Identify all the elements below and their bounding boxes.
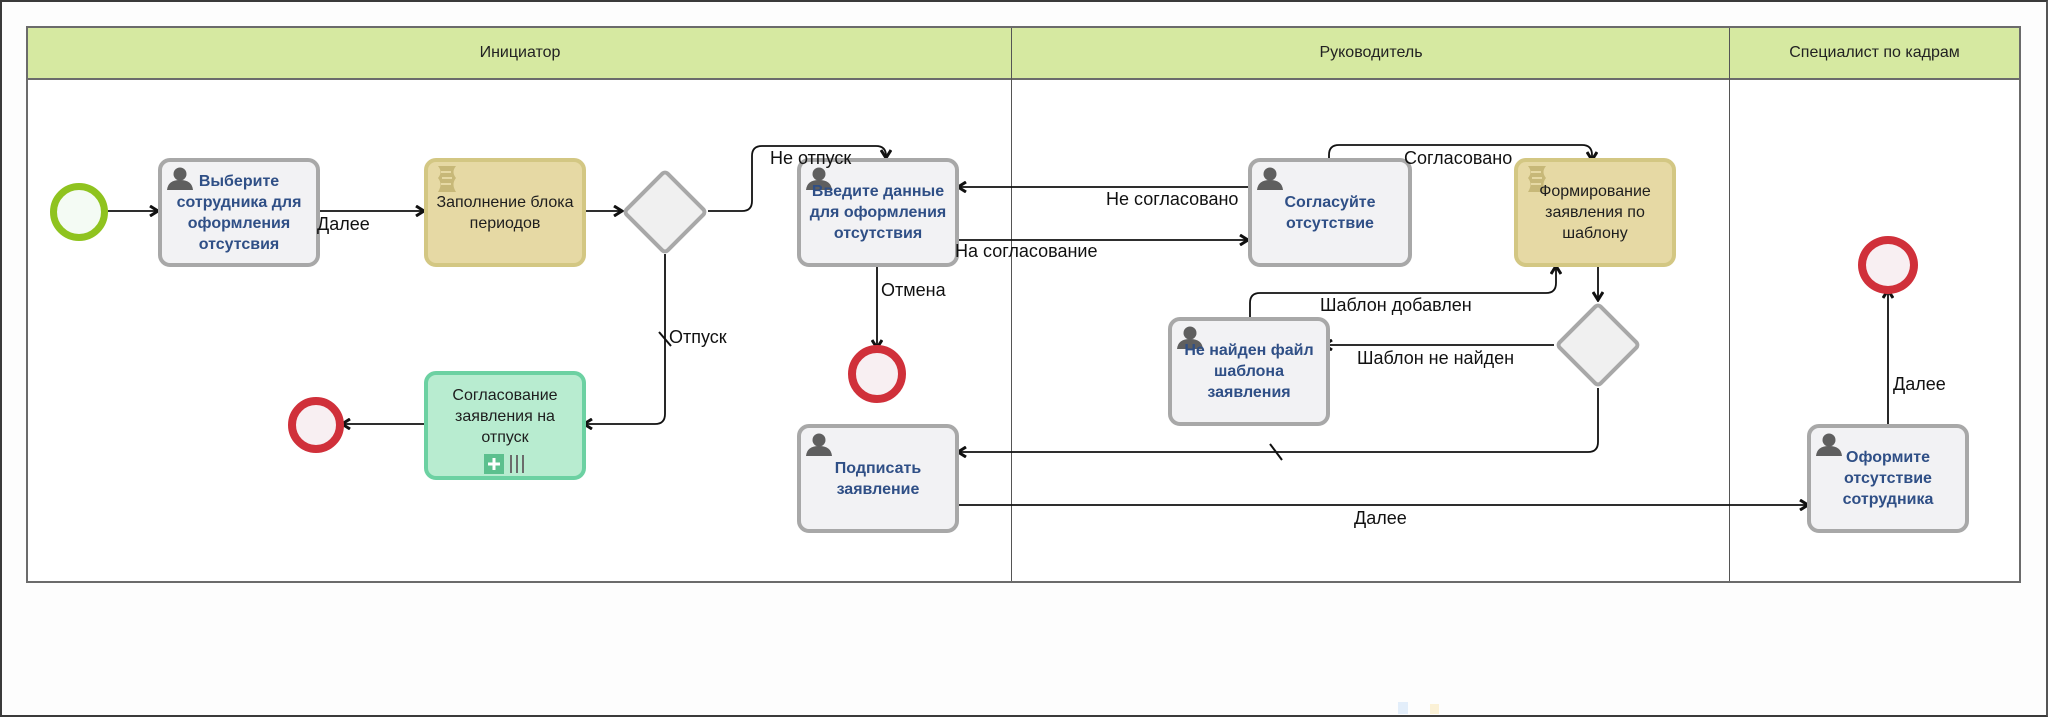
flow-template-added-to-generate[interactable] <box>1249 266 1556 318</box>
task-sign-statement[interactable]: Подписать заявление <box>797 424 959 533</box>
lane-header-manager[interactable]: Руководитель <box>1012 28 1730 80</box>
end-event-cancel[interactable] <box>848 345 906 403</box>
flow-gateway-to-enter-data[interactable] <box>708 145 886 212</box>
flow-label-cancel: Отмена <box>881 280 946 300</box>
task-label: Выберите сотрудника для оформления отсут… <box>176 172 302 253</box>
task-approve-absence[interactable]: Согласуйте отсутствие <box>1248 158 1412 267</box>
task-label: Подписать заявление <box>834 459 922 498</box>
task-label: Формирование заявления по шаблону <box>1539 183 1651 242</box>
flow-label-approved: Согласовано <box>1404 148 1513 168</box>
flow-label-template-missing: Шаблон не найден <box>1357 348 1515 368</box>
task-generate-statement[interactable]: Формирование заявления по шаблону <box>1514 158 1676 267</box>
task-label: Согласование заявления на отпуск <box>452 387 558 446</box>
lane-header-initiator[interactable]: Инициатор <box>28 28 1012 80</box>
flow-approve-to-generate[interactable] <box>1328 144 1592 160</box>
flow-label-not-vacation: Не отпуск <box>770 148 852 168</box>
user-icon <box>806 433 832 456</box>
task-label: Не найден файл шаблона заявления <box>1184 342 1314 401</box>
lane-divider <box>1011 28 1012 581</box>
flow-label-not-approved: Не согласовано <box>1106 189 1239 209</box>
task-enter-data[interactable]: Введите данные для оформления отсутствия <box>797 158 959 267</box>
end-event-vacation[interactable] <box>288 397 344 453</box>
lane-label: Руководитель <box>1319 44 1423 61</box>
user-icon <box>1257 167 1283 190</box>
flow-label-to-approval: На согласование <box>955 241 1098 261</box>
default-flow-marker <box>1269 443 1283 461</box>
task-label: Согласуйте отсутствие <box>1284 193 1376 232</box>
script-icon <box>1528 166 1546 192</box>
flow-label-next: Далее <box>317 214 370 234</box>
task-select-employee[interactable]: Выберите сотрудника для оформления отсут… <box>158 158 320 267</box>
task-register-absence[interactable]: Оформите отсутствие сотрудника <box>1807 424 1969 533</box>
plus-icon[interactable] <box>484 454 504 474</box>
lane-label: Инициатор <box>479 44 561 61</box>
task-template-not-found[interactable]: Не найден файл шаблона заявления <box>1168 317 1330 426</box>
task-label: Введите данные для оформления отсутствия <box>809 183 947 242</box>
default-flow-marker <box>658 331 672 347</box>
start-event[interactable] <box>50 183 108 241</box>
flow-label-vacation: Отпуск <box>669 327 727 347</box>
user-icon <box>167 167 193 190</box>
subprocess-markers <box>484 454 526 474</box>
lane-header-hr[interactable]: Специалист по кадрам <box>1730 28 2019 80</box>
flow-label-next-to-end: Далее <box>1893 374 1946 394</box>
task-label: Заполнение блока периодов <box>436 193 574 232</box>
flow-gateway-to-sign[interactable] <box>958 388 1599 452</box>
script-icon <box>438 166 456 192</box>
user-icon <box>1816 433 1842 456</box>
faint-watermark-icon <box>1398 702 1439 714</box>
task-fill-periods[interactable]: Заполнение блока периодов <box>424 158 586 267</box>
user-icon <box>806 167 832 190</box>
task-approve-vacation-subprocess[interactable]: Согласование заявления на отпуск <box>424 371 586 480</box>
user-icon <box>1177 326 1203 349</box>
flow-gateway-to-approve-vacation[interactable] <box>584 254 666 424</box>
pool: Инициатор Руководитель Специалист по кад… <box>26 26 2021 583</box>
task-label: Оформите отсутствие сотрудника <box>1842 449 1934 508</box>
end-event-complete[interactable] <box>1858 236 1918 294</box>
parallel-bars-icon <box>510 455 524 473</box>
lane-divider <box>1729 28 1730 581</box>
flow-label-template-added: Шаблон добавлен <box>1320 295 1472 315</box>
flow-label-next-to-hr: Далее <box>1354 508 1407 528</box>
lane-label: Специалист по кадрам <box>1789 44 1960 61</box>
